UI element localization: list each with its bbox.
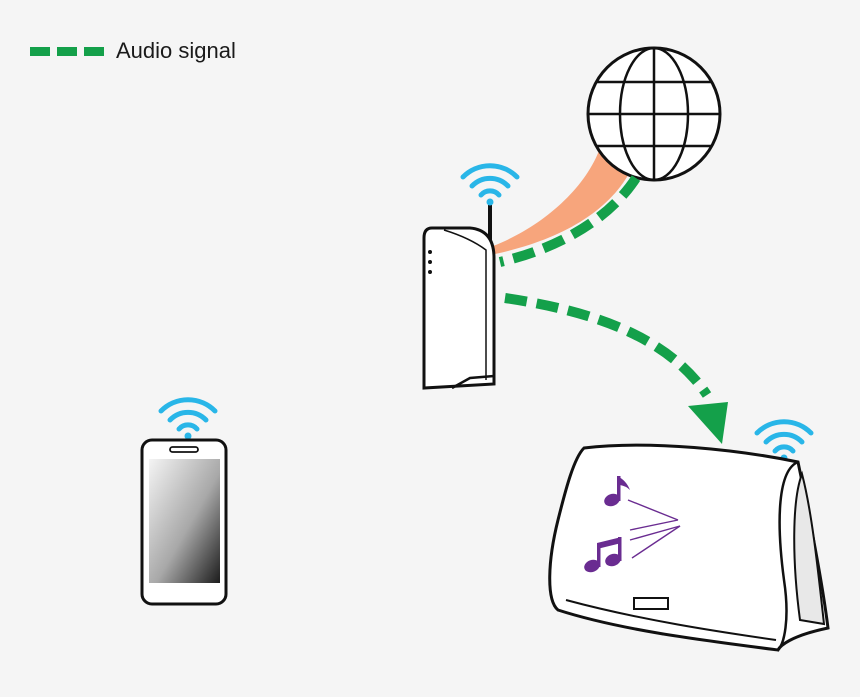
- audio-signal-swatch: [30, 46, 104, 56]
- music-note-icon: [604, 476, 630, 507]
- wifi-icon-dot: [486, 198, 494, 206]
- internet-link: [493, 148, 632, 254]
- globe-icon: [586, 46, 722, 182]
- music-note-icon: [584, 537, 622, 573]
- wifi-icon: [158, 397, 218, 432]
- audio-signal-internet-to-router: [498, 175, 641, 267]
- legend: Audio signal: [30, 36, 236, 66]
- audio-signal-router-to-speaker: [504, 293, 712, 398]
- wifi-icon: [460, 163, 520, 198]
- audio-signal-arrowhead: [688, 402, 728, 444]
- sound-waves: [627, 499, 681, 559]
- smartphone-icon: [140, 438, 228, 606]
- wifi-icon-dot: [184, 432, 192, 440]
- wireless-speaker-icon: [548, 443, 830, 652]
- router-icon: [422, 205, 496, 390]
- legend-label: Audio signal: [116, 38, 236, 63]
- wifi-icon: [754, 419, 814, 454]
